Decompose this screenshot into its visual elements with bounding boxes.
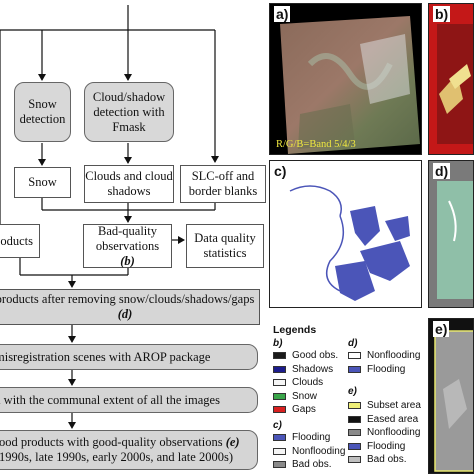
panel-d-image bbox=[429, 161, 473, 307]
good-products-line1-row: ood products with good-quality observati… bbox=[0, 435, 240, 450]
communal-extent-label: a with the communal extent of all the im… bbox=[0, 392, 220, 407]
panel-e-image bbox=[429, 319, 473, 473]
products-after-label: products after removing snow/clouds/shad… bbox=[0, 292, 255, 306]
panel-a-image bbox=[270, 4, 421, 154]
legend-item: Clouds bbox=[273, 377, 323, 388]
misregistration-box: misregistration scenes with AROP package bbox=[0, 344, 258, 370]
snow-detection-box: Snow detection bbox=[14, 82, 71, 142]
cloud-detection-box: Cloud/shadow detection with Fmask bbox=[84, 82, 174, 142]
legend-item: Shadows bbox=[273, 364, 333, 375]
panel-a-caption: R/G/B=Band 5/4/3 bbox=[276, 139, 356, 150]
panel-a-label: a) bbox=[274, 6, 291, 22]
bad-quality-box: Bad-quality observations (b) bbox=[83, 224, 172, 268]
legend-item: Good obs. bbox=[273, 350, 338, 361]
legend-e-head: e) bbox=[348, 386, 357, 397]
good-products-line2: 1990s, late 1990s, early 2000s, and late… bbox=[0, 450, 233, 464]
legend-label: Nonflooding bbox=[367, 427, 421, 438]
bad-quality-label: Bad-quality observations bbox=[95, 223, 160, 253]
good-products-ref: (e) bbox=[225, 435, 240, 449]
panel-c: c) bbox=[269, 160, 422, 308]
misregistration-label: misregistration scenes with AROP package bbox=[0, 349, 211, 364]
legend-item: Gaps bbox=[273, 404, 316, 415]
clouds-label: Clouds and cloud shadows bbox=[85, 169, 173, 198]
bad-quality-ref: (b) bbox=[120, 253, 135, 268]
clouds-box: Clouds and cloud shadows bbox=[84, 165, 174, 203]
legend-c-head: c) bbox=[273, 420, 282, 431]
panel-b: b) bbox=[428, 3, 474, 155]
panel-c-image bbox=[289, 185, 410, 301]
panel-b-image bbox=[429, 4, 473, 154]
legend-item: Nonflooding bbox=[348, 350, 420, 361]
products-after-ref: (d) bbox=[117, 307, 133, 321]
legend-item: Bad obs. bbox=[348, 454, 406, 465]
legend-swatch bbox=[348, 365, 361, 373]
legend-label: Flooding bbox=[367, 363, 406, 375]
legend-label: Eased area bbox=[367, 413, 419, 425]
legend-label: Clouds bbox=[292, 377, 324, 388]
snow-label: Snow bbox=[28, 175, 57, 189]
communal-extent-box: a with the communal extent of all the im… bbox=[0, 387, 258, 413]
data-quality-label: Data quality statistics bbox=[194, 231, 256, 260]
products-left-box: oducts bbox=[0, 224, 40, 258]
legend-item: Nonflooding bbox=[273, 446, 345, 457]
legend-title: Legends bbox=[273, 324, 317, 336]
legend-item: Nonflooding bbox=[348, 427, 420, 438]
panel-d: d) bbox=[428, 160, 474, 308]
legend-label: Snow bbox=[292, 390, 318, 402]
products-left-label: oducts bbox=[0, 233, 33, 248]
panel-d-label: d) bbox=[433, 163, 451, 179]
legend-item: Flooding bbox=[273, 432, 330, 443]
legend-swatch bbox=[348, 456, 361, 463]
slc-off-label: SLC-off and border blanks bbox=[188, 169, 258, 198]
legend-label: Bad obs. bbox=[367, 454, 407, 465]
legend-swatch bbox=[348, 402, 361, 409]
legend-label: Nonflooding bbox=[292, 445, 346, 457]
legend-item: Flooding bbox=[348, 364, 405, 375]
good-products-box: ood products with good-quality observati… bbox=[0, 430, 258, 470]
panel-c-label: c) bbox=[274, 163, 287, 179]
panel-a: a) R/G/B=Band 5/4/3 bbox=[269, 3, 422, 155]
legend-swatch bbox=[273, 365, 286, 373]
legend-swatch bbox=[273, 447, 286, 455]
data-quality-box: Data quality statistics bbox=[186, 224, 264, 268]
legend-item: Eased area bbox=[348, 414, 418, 425]
good-products-line1: ood products with good-quality observati… bbox=[0, 435, 223, 449]
panel-e: e) bbox=[428, 318, 474, 474]
legend-swatch bbox=[348, 429, 361, 436]
legend-label: Subset area bbox=[367, 400, 421, 411]
products-after-box: products after removing snow/clouds/shad… bbox=[0, 289, 260, 325]
legend-item: Bad obs. bbox=[273, 459, 331, 470]
legend-swatch bbox=[273, 406, 286, 413]
snow-box: Snow bbox=[14, 167, 71, 198]
legend-label: Bad obs. bbox=[292, 459, 332, 470]
legend-swatch bbox=[273, 434, 286, 441]
legend-label: Nonflooding bbox=[367, 350, 421, 361]
legend-swatch bbox=[273, 392, 286, 400]
legend-d-head: d) bbox=[348, 338, 358, 349]
legend-swatch bbox=[348, 442, 361, 450]
legend-label: Shadows bbox=[292, 363, 334, 375]
legend-swatch bbox=[348, 415, 361, 423]
legend-label: Good obs. bbox=[292, 350, 339, 361]
legend-swatch bbox=[273, 461, 286, 468]
slc-off-box: SLC-off and border blanks bbox=[180, 165, 266, 203]
panel-b-label: b) bbox=[433, 6, 451, 22]
legend-item: Flooding bbox=[348, 441, 405, 452]
legend-label: Gaps bbox=[292, 404, 316, 415]
legend-label: Flooding bbox=[367, 440, 406, 452]
legend-swatch bbox=[273, 379, 286, 386]
snow-detection-label: Snow detection bbox=[19, 97, 66, 126]
legend-b-head: b) bbox=[273, 338, 283, 349]
legend-swatch bbox=[348, 352, 361, 359]
legend-item: Snow bbox=[273, 391, 317, 402]
legend-item: Subset area bbox=[348, 400, 421, 411]
cloud-detection-label: Cloud/shadow detection with Fmask bbox=[92, 89, 166, 134]
legend-swatch bbox=[273, 352, 286, 359]
panel-e-label: e) bbox=[433, 321, 450, 337]
legend-label: Flooding bbox=[292, 432, 331, 443]
